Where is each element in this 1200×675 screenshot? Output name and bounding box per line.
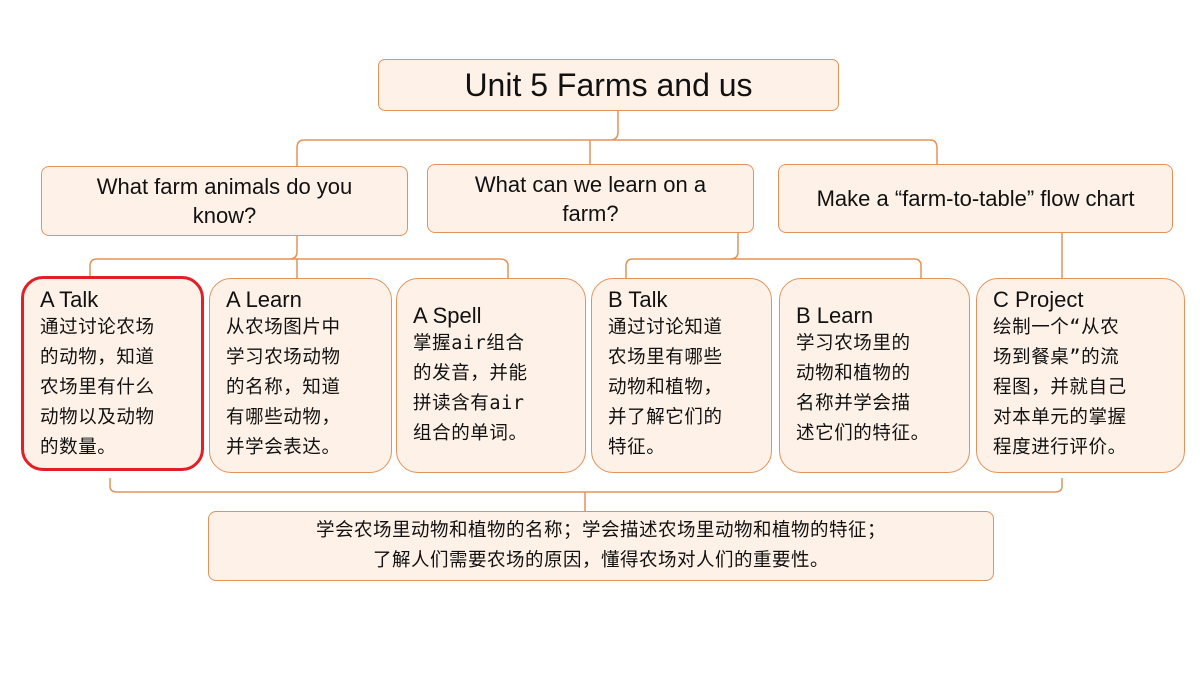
lesson-a-talk-title: A Talk — [40, 287, 99, 312]
question-farm-animals: What farm animals do you know? — [41, 166, 408, 236]
lesson-c-project-title: C Project — [993, 287, 1084, 312]
lesson-a-spell-title: A Spell — [413, 303, 482, 328]
lesson-b-talk: B Talk 通过讨论知道 农场里有哪些 动物和植物， 并了解它们的 特征。 — [591, 278, 772, 473]
lesson-b-learn: B Learn 学习农场里的 动物和植物的 名称并学会描 述它们的特征。 — [779, 278, 970, 473]
question1-to-lessons-connector — [89, 236, 509, 278]
title-to-questions-connector — [296, 111, 938, 166]
unit-title: Unit 5 Farms and us — [378, 59, 839, 111]
question-flow-chart: Make a “farm-to-table” flow chart — [778, 164, 1173, 233]
unit-summary: 学会农场里动物和植物的名称；学会描述农场里动物和植物的特征； 了解人们需要农场的… — [208, 511, 994, 581]
lesson-a-spell: A Spell 掌握air组合 的发音，并能 拼读含有air 组合的单词。 — [396, 278, 586, 473]
lesson-a-talk: A Talk 通过讨论农场 的动物，知道 农场里有什么 动物以及动物 的数量。 — [21, 276, 204, 471]
lessons-to-summary-connector — [109, 478, 1063, 511]
lesson-c-project-desc: 绘制一个“从农 场到餐桌”的流 程图，并就自己 对本单元的掌握 程度进行评价。 — [993, 317, 1127, 458]
question2-to-lessons-connector — [625, 233, 922, 278]
lesson-b-learn-title: B Learn — [796, 303, 874, 328]
lesson-a-learn-desc: 从农场图片中 学习农场动物 的名称，知道 有哪些动物， 并学会表达。 — [226, 317, 341, 458]
lesson-a-spell-desc: 掌握air组合 的发音，并能 拼读含有air 组合的单词。 — [413, 333, 528, 444]
question-learn-on-farm: What can we learn on a farm? — [427, 164, 754, 233]
lesson-a-learn: A Learn 从农场图片中 学习农场动物 的名称，知道 有哪些动物， 并学会表… — [209, 278, 392, 473]
lesson-a-learn-title: A Learn — [226, 287, 302, 312]
lesson-c-project: C Project 绘制一个“从农 场到餐桌”的流 程图，并就自己 对本单元的掌… — [976, 278, 1185, 473]
lesson-b-learn-desc: 学习农场里的 动物和植物的 名称并学会描 述它们的特征。 — [796, 333, 930, 444]
question-farm-animals-text: What farm animals do you know? — [96, 174, 353, 228]
lesson-a-talk-desc: 通过讨论农场 的动物，知道 农场里有什么 动物以及动物 的数量。 — [40, 317, 155, 458]
lesson-b-talk-title: B Talk — [608, 287, 668, 312]
question-learn-on-farm-text: What can we learn on a farm? — [474, 171, 707, 226]
question-flow-chart-text: Make a “farm-to-table” flow chart — [816, 186, 1135, 211]
lesson-b-talk-desc: 通过讨论知道 农场里有哪些 动物和植物， 并了解它们的 特征。 — [608, 317, 723, 458]
